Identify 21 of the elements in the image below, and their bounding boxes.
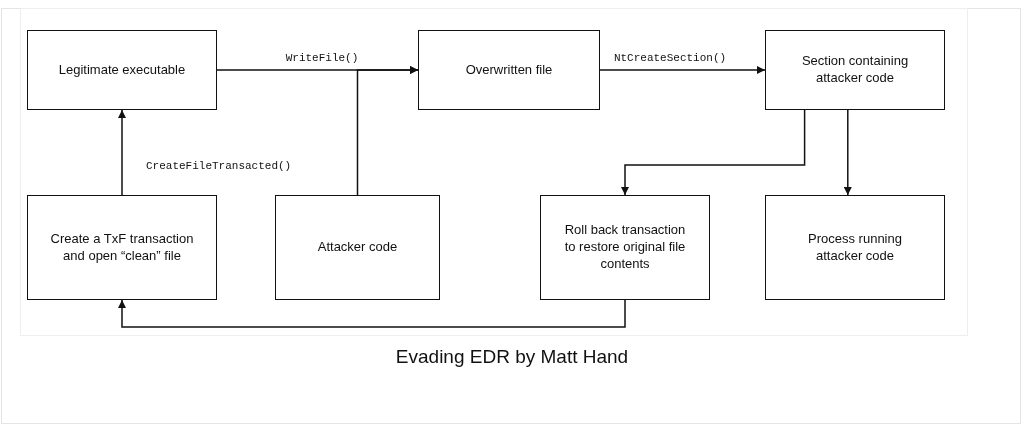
box-label: Section containing attacker code: [800, 53, 910, 87]
box-label: Attacker code: [316, 239, 399, 256]
box-label: Legitimate executable: [57, 61, 187, 79]
process-box: [275, 195, 440, 300]
caption: Evading EDR by Matt Hand: [395, 346, 629, 368]
process-box: [27, 30, 217, 110]
arrow: [118, 109, 126, 196]
box-label: Overwritten file: [464, 61, 554, 79]
box-label: Roll back transaction to restore original file contents: [563, 222, 687, 273]
arrow: [621, 109, 806, 196]
box-label: Process running attacker code: [807, 230, 903, 265]
box-label: Create a TxF transaction and open “clean” file: [49, 230, 195, 265]
process-box: [418, 30, 600, 110]
arrow: [118, 299, 626, 328]
arrow: [599, 66, 766, 74]
process-box: [27, 195, 217, 300]
arrow: [356, 66, 419, 196]
process-box: [540, 195, 710, 300]
process-box: [765, 30, 945, 110]
process-box: [765, 195, 945, 300]
arrow: [843, 109, 852, 196]
